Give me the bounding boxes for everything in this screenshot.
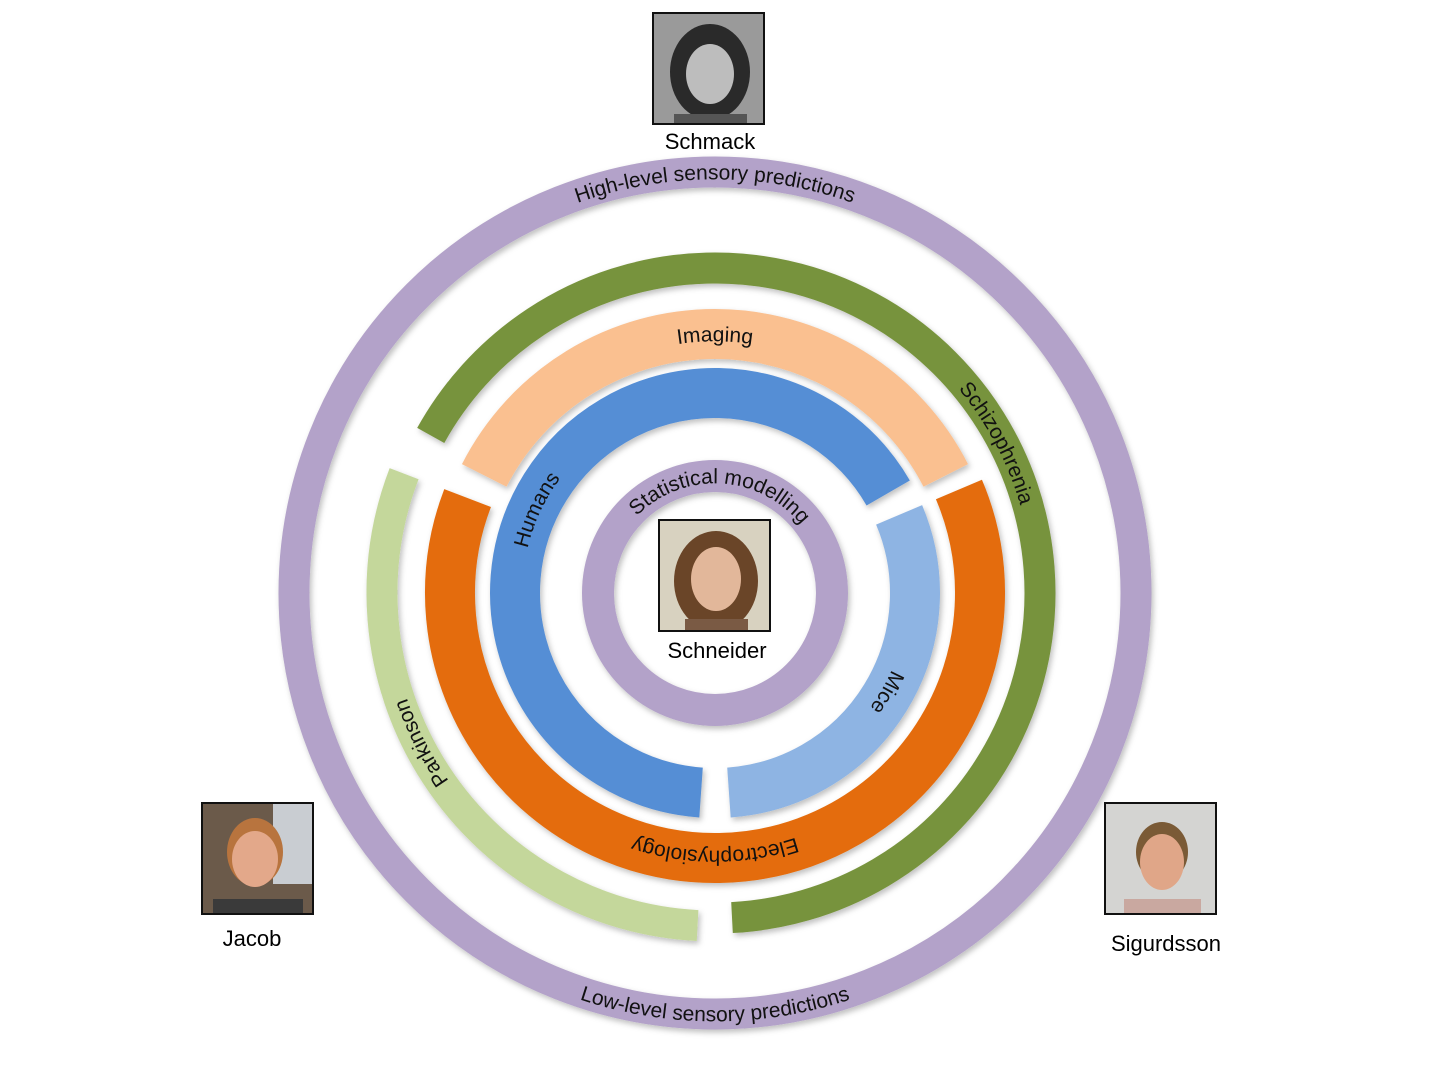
band-electrophysiology: [425, 479, 1005, 883]
band-schizophrenia: [417, 252, 1056, 934]
photo-schneider: [658, 519, 771, 632]
name-jacob: Jacob: [222, 926, 282, 951]
ring-statistical-modelling: [581, 460, 848, 726]
band-parkinson: [366, 468, 699, 942]
portrait-sigurdsson: [1106, 804, 1215, 913]
portrait-jacob: [203, 804, 312, 913]
name-schmack: Schmack: [664, 129, 756, 154]
name-sigurdsson: Sigurdsson: [1110, 931, 1222, 956]
portrait-schmack: [654, 14, 763, 123]
photo-jacob: [201, 802, 314, 915]
label-imaging: Imaging: [675, 323, 754, 349]
band-mice: [726, 505, 940, 818]
photo-schmack: [652, 12, 765, 125]
photo-sigurdsson: [1104, 802, 1217, 915]
name-schneider: Schneider: [667, 638, 767, 663]
portrait-schneider: [660, 521, 769, 630]
band-humans: [490, 368, 910, 818]
ring-sensory-predictions: [278, 156, 1152, 1030]
band-imaging: [461, 309, 969, 487]
